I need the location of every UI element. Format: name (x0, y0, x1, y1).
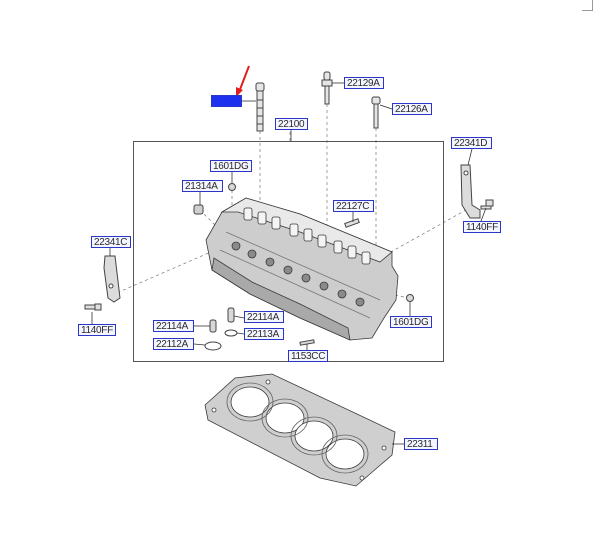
callout-22100[interactable]: 22100 (275, 118, 308, 130)
callout-22321[interactable]: 22321 (211, 95, 242, 107)
callout-1601dg-top[interactable]: 1601DG (210, 160, 252, 172)
plug-1601dg-top-icon (228, 183, 236, 191)
stud-22129a-icon (321, 71, 333, 105)
plug-21314a-icon (193, 204, 204, 215)
red-indicator-arrow-icon (236, 65, 250, 97)
bolt-22321-icon (255, 82, 265, 132)
bolt-22126a-icon (371, 96, 381, 129)
callout-22127c[interactable]: 22127C (333, 200, 374, 212)
callout-22114a-left[interactable]: 22114A (153, 320, 194, 332)
callout-1153cc[interactable]: 1153CC (288, 350, 328, 362)
callout-22114a-right[interactable]: 22114A (244, 311, 284, 323)
ring-22112a-icon (204, 341, 222, 351)
leader-lines (91, 82, 487, 445)
callout-22126a[interactable]: 22126A (392, 103, 432, 115)
bolt-1140ff-left-icon (84, 303, 102, 311)
head-gasket-22311-icon (204, 373, 396, 487)
plug-1601dg-bottom-icon (406, 294, 414, 302)
corner-mark (582, 0, 593, 11)
callout-22113a[interactable]: 22113A (244, 328, 284, 340)
callout-1140ff-left[interactable]: 1140FF (78, 324, 116, 336)
callout-22341d[interactable]: 22341D (451, 137, 492, 149)
bracket-22341c-icon (103, 255, 121, 303)
callout-21314a[interactable]: 21314A (182, 180, 223, 192)
bolt-1140ff-right-icon (480, 199, 494, 210)
pin-1153cc-icon (299, 339, 315, 346)
callout-22129a[interactable]: 22129A (344, 77, 384, 89)
callout-1601dg-bottom[interactable]: 1601DG (390, 316, 432, 328)
callout-22341c[interactable]: 22341C (91, 236, 131, 248)
callout-1140ff-right[interactable]: 1140FF (463, 221, 501, 233)
callout-22311[interactable]: 22311 (404, 438, 438, 450)
dowel-22127c-icon (344, 218, 360, 228)
bracket-22341d-icon (460, 164, 481, 219)
callout-22112a[interactable]: 22112A (153, 338, 194, 350)
cylinder-head-22100-icon (205, 197, 399, 341)
